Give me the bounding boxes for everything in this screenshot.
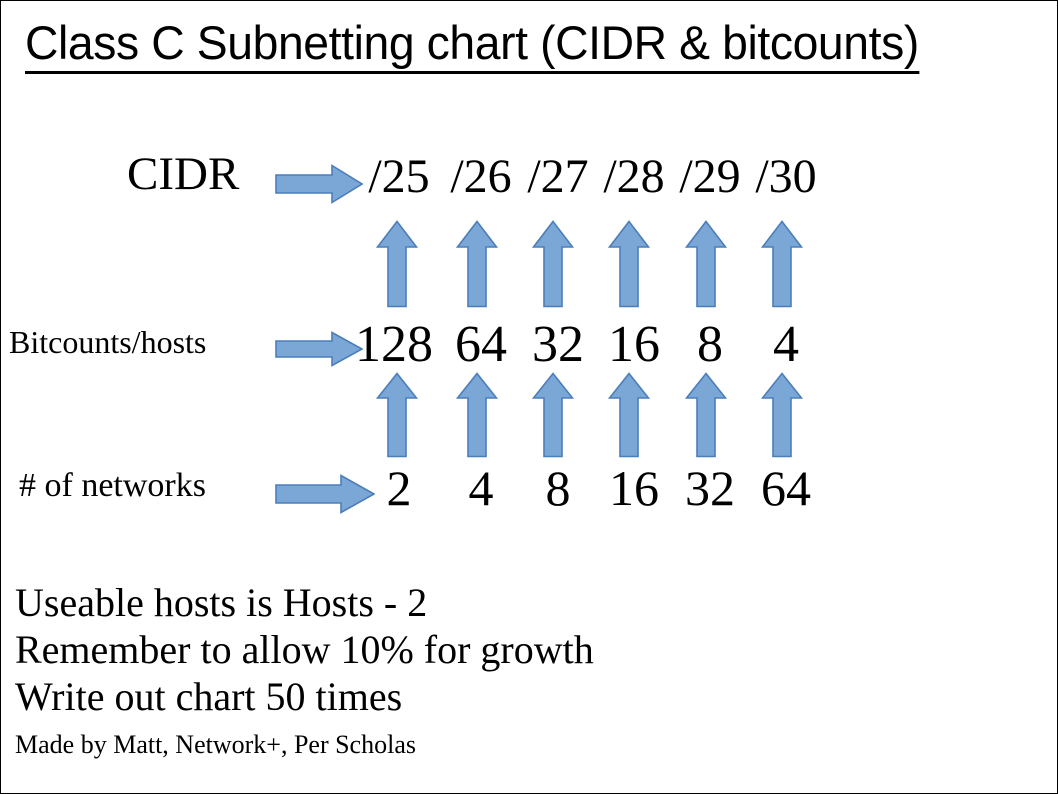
up-arrow-icon — [608, 372, 650, 458]
network-count-cell: 64 — [761, 460, 811, 516]
up-arrow-icon — [532, 220, 574, 308]
cidr-value-cell: /28 — [603, 150, 665, 203]
right-arrow-icon-svg — [275, 164, 363, 204]
bitcount-value-cell: 4 — [773, 316, 799, 373]
right-arrow-icon-svg — [275, 474, 375, 514]
right-arrow-icon — [275, 474, 375, 514]
bitcount-value-cell: 32 — [532, 316, 584, 373]
note-line: Useable hosts is Hosts - 2 — [15, 580, 428, 625]
row-label-networks: # of networks — [19, 467, 206, 504]
row-label-cidr: CIDR — [127, 148, 240, 200]
network-count-cell: 32 — [685, 460, 735, 516]
bitcount-value-cell: 16 — [608, 316, 660, 373]
credit-line: Made by Matt, Network+, Per Scholas — [15, 730, 416, 759]
right-arrow-icon-svg — [275, 331, 363, 367]
up-arrow-icon — [608, 220, 650, 308]
cidr-value-cell: /25 — [368, 150, 430, 203]
cidr-value-cell: /29 — [679, 150, 741, 203]
note-line: Remember to allow 10% for growth — [15, 627, 594, 672]
bitcount-value-cell: 128 — [355, 316, 433, 373]
page-title-text: Class C Subnetting chart (CIDR & bitcoun… — [25, 18, 919, 74]
up-arrow-icon — [456, 220, 498, 308]
cidr-value-cell: /30 — [755, 150, 817, 203]
up-arrow-icon — [685, 372, 727, 458]
bitcount-value-cell: 64 — [455, 316, 507, 373]
up-arrow-icon — [376, 220, 418, 308]
network-count-cell: 16 — [609, 460, 659, 516]
up-arrow-icon — [685, 220, 727, 308]
cidr-value-cell: /26 — [450, 150, 512, 203]
right-arrow-icon — [275, 164, 363, 204]
network-count-cell: 8 — [545, 460, 571, 516]
note-line: Write out chart 50 times — [15, 674, 403, 719]
right-arrow-icon — [275, 331, 363, 367]
row-label-bitcounts: Bitcounts/hosts — [9, 324, 207, 360]
up-arrow-icon — [456, 372, 498, 458]
up-arrow-icon — [532, 372, 574, 458]
up-arrow-icon — [376, 372, 418, 458]
cidr-value-cell: /27 — [527, 150, 589, 203]
network-count-cell: 4 — [468, 460, 494, 516]
bitcount-value-cell: 8 — [697, 316, 723, 373]
up-arrow-icon — [761, 372, 803, 458]
page-title: Class C Subnetting chart (CIDR & bitcoun… — [25, 18, 1035, 74]
up-arrow-icon — [761, 220, 803, 308]
network-count-cell: 2 — [386, 460, 412, 516]
